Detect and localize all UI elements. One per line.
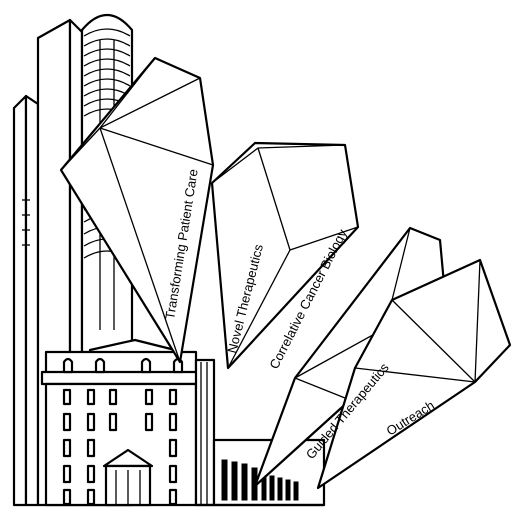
- tower-left-short: [12, 94, 40, 507]
- historic-building: [40, 338, 202, 507]
- crystal-transforming-patient-care: [59, 56, 215, 364]
- crystal-outreach: [316, 258, 512, 490]
- crystal-novel-therapeutics: [210, 141, 360, 370]
